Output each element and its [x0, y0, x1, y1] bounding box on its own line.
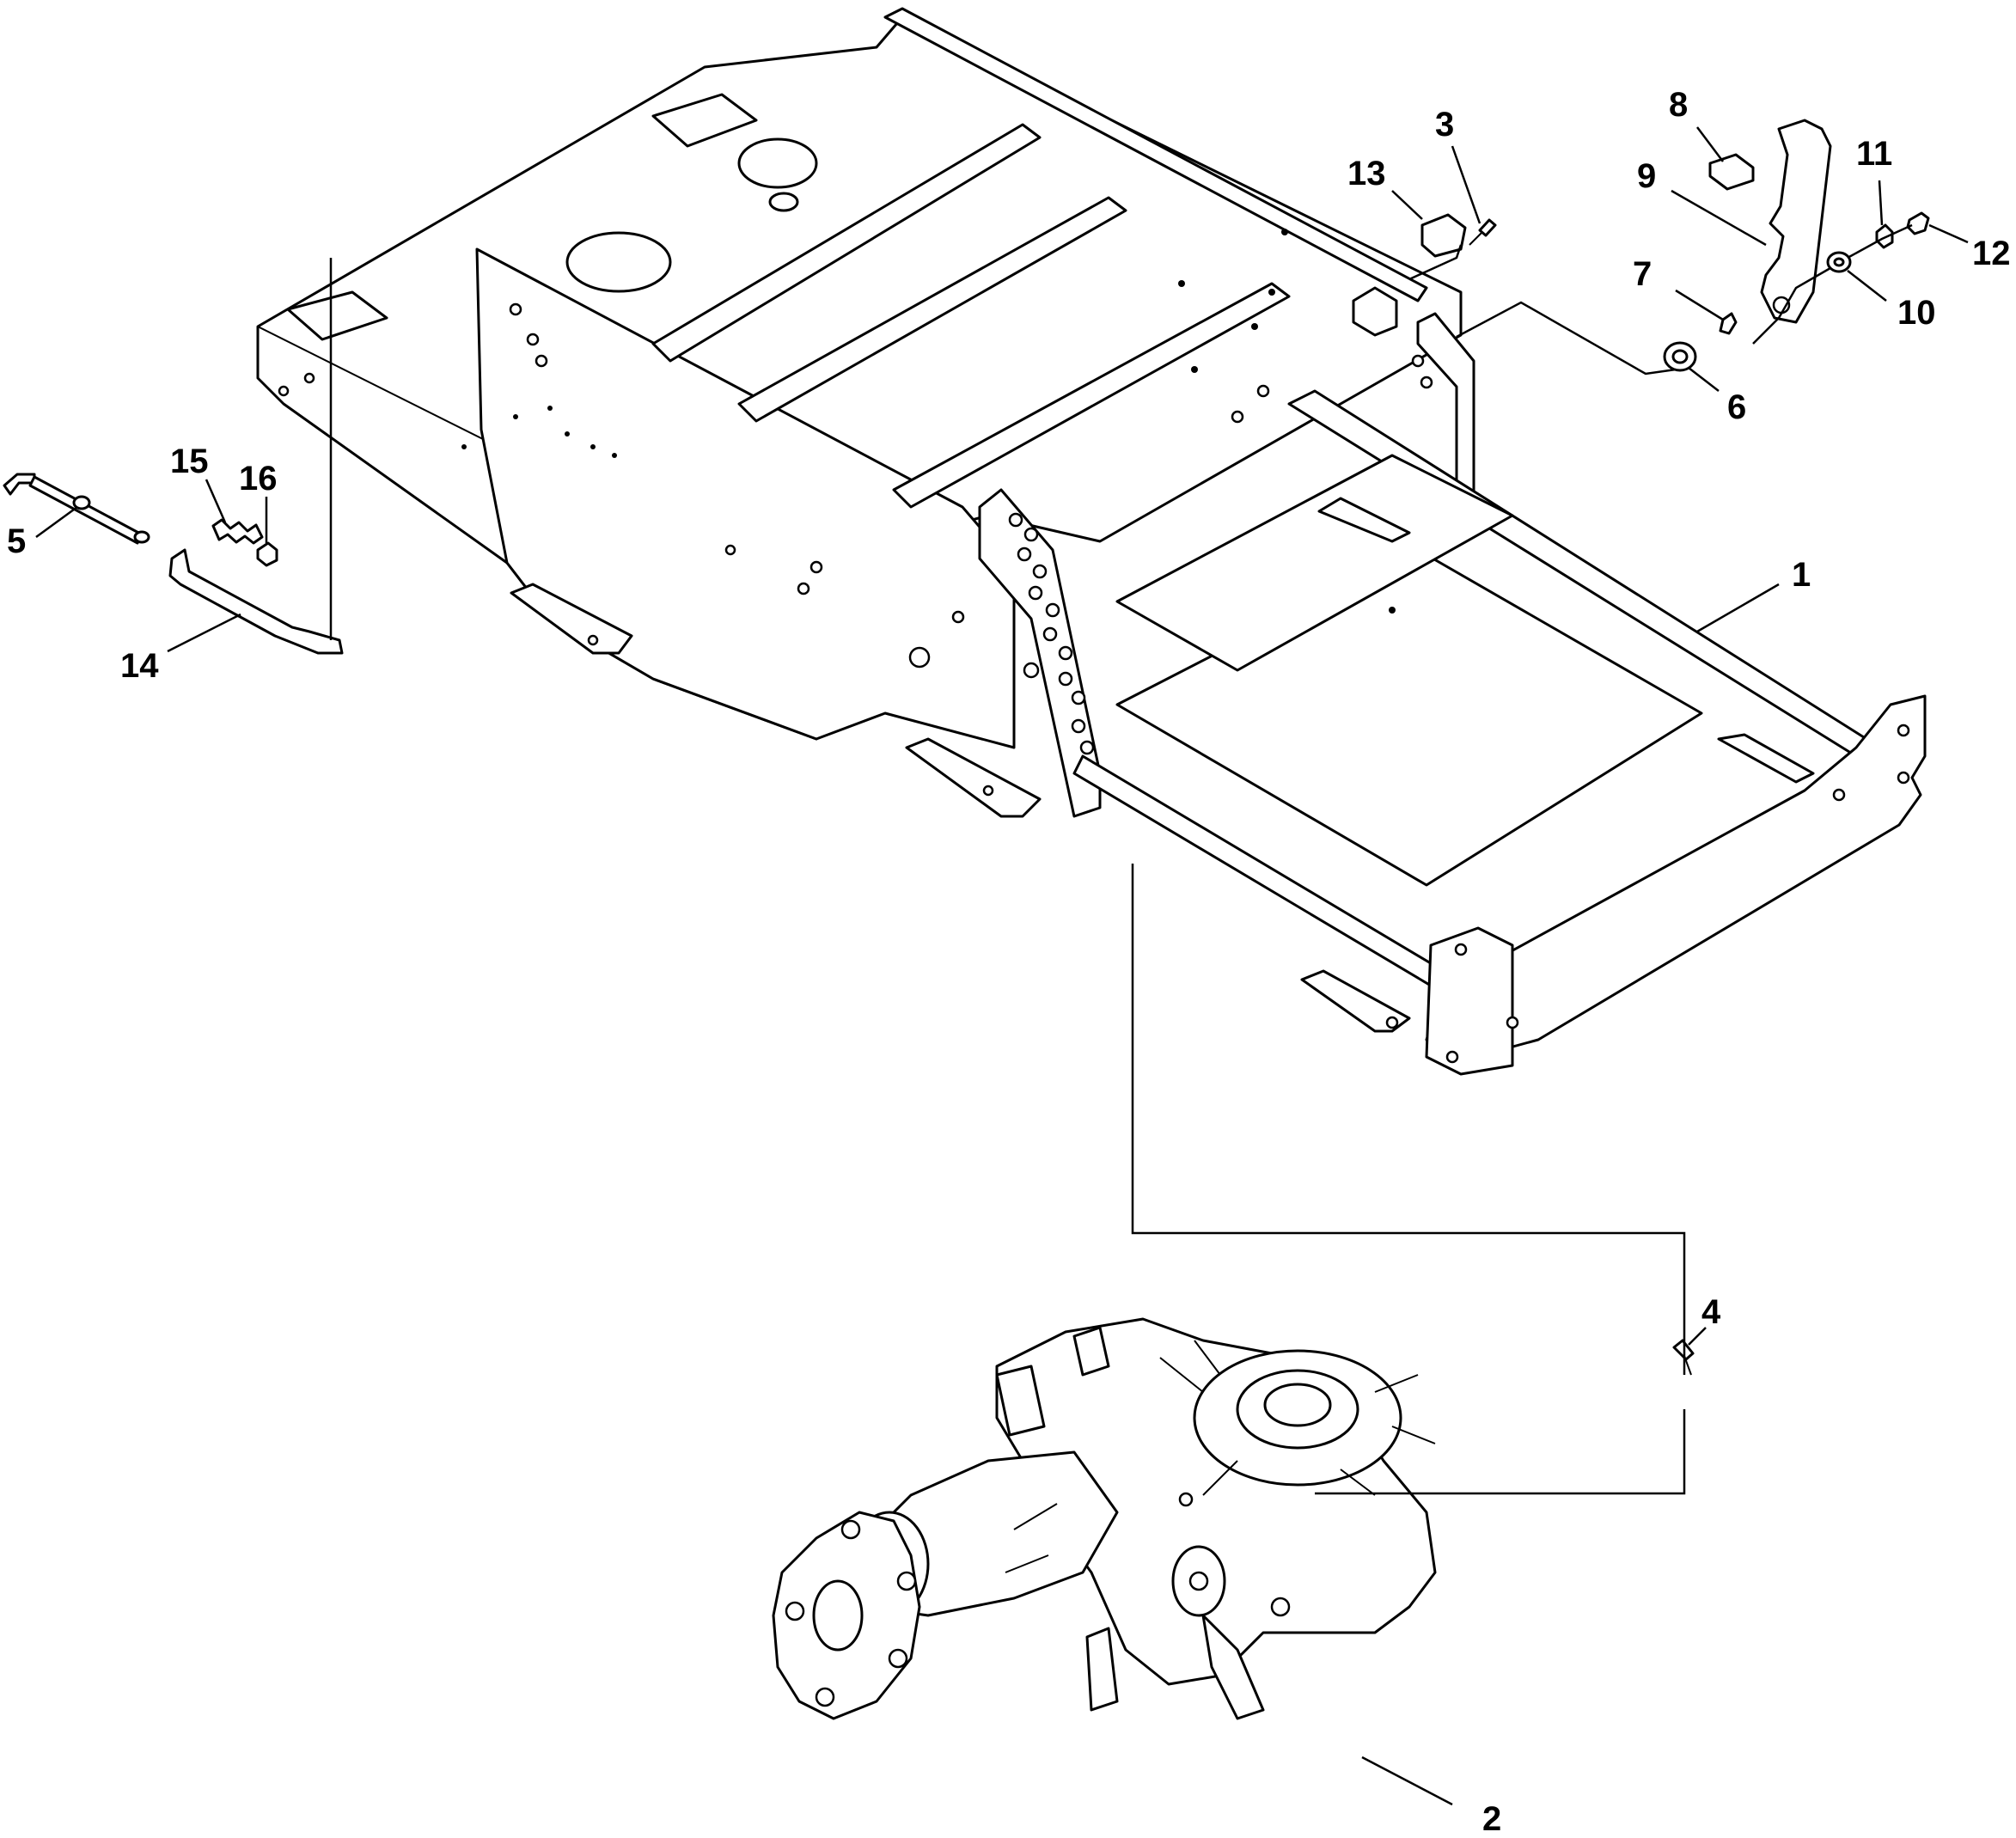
callout-4: 4 [1688, 1293, 1721, 1346]
frame-front-plate-b [1115, 454, 1514, 672]
frame-tab-right [1717, 733, 1815, 784]
callout-label-9: 9 [1637, 157, 1656, 195]
callout-3: 3 [1435, 106, 1481, 224]
callout-label-4: 4 [1701, 1293, 1721, 1331]
callout-label-11: 11 [1856, 135, 1892, 173]
frame-upper-rail [883, 7, 1428, 302]
callout-12: 12 [1928, 223, 2011, 272]
frame-cross-member-c [892, 282, 1291, 509]
callout-label-16: 16 [239, 460, 278, 498]
callout-label-2: 2 [1482, 1800, 1501, 1838]
callout-11: 11 [1856, 135, 1892, 226]
frame-cross-member-b [737, 196, 1127, 423]
callout-2: 2 [1361, 1756, 1501, 1838]
part-7-clip [1719, 312, 1738, 335]
callout-10: 10 [1847, 270, 1936, 332]
main-frame-assembly [256, 7, 1927, 1076]
part-16-nut [256, 541, 278, 567]
part-12-bolt [1906, 211, 1930, 235]
part-6-bushing [1663, 341, 1697, 372]
frame-lift-bracket [978, 488, 1102, 818]
frame-tab-rear [510, 583, 633, 655]
callout-9: 9 [1637, 157, 1767, 247]
callout-label-15: 15 [170, 443, 209, 480]
part-3-screw [1469, 218, 1497, 246]
callout-13: 13 [1347, 155, 1423, 220]
callout-label-7: 7 [1633, 255, 1652, 293]
part-10-washer [1826, 251, 1852, 273]
callout-label-8: 8 [1669, 86, 1688, 124]
part-14-bracket [168, 548, 344, 655]
frame-tab-mid [905, 737, 1042, 818]
callout-label-13: 13 [1347, 155, 1386, 192]
callout-label-1: 1 [1792, 556, 1811, 594]
callout-16: 16 [239, 460, 278, 543]
callout-6: 6 [1688, 367, 1746, 426]
callout-label-5: 5 [7, 522, 26, 560]
part-9-lever [1760, 119, 1832, 324]
callout-label-10: 10 [1897, 294, 1936, 332]
callout-8: 8 [1669, 86, 1724, 162]
callout-15: 15 [170, 443, 227, 523]
frame-end-tab [1425, 926, 1514, 1076]
callout-5: 5 [7, 505, 78, 560]
callout-14: 14 [120, 613, 241, 685]
hydro-transaxle [772, 1317, 1437, 1720]
callout-label-12: 12 [1972, 235, 2011, 272]
callout-label-14: 14 [120, 647, 159, 685]
callout-label-3: 3 [1435, 106, 1454, 143]
callout-7: 7 [1633, 255, 1724, 321]
frame-tab-front [1300, 969, 1411, 1033]
part-13-switch [1420, 213, 1467, 258]
part-5-rod [3, 473, 150, 545]
part-8-pad [1708, 153, 1755, 191]
frame-cross-member-a [651, 123, 1042, 363]
callout-1: 1 [1696, 556, 1811, 633]
callout-label-6: 6 [1727, 388, 1746, 426]
frame-tab-upper [1317, 497, 1411, 543]
assembly-lines [329, 223, 1913, 1495]
part-15-spring [211, 518, 264, 545]
